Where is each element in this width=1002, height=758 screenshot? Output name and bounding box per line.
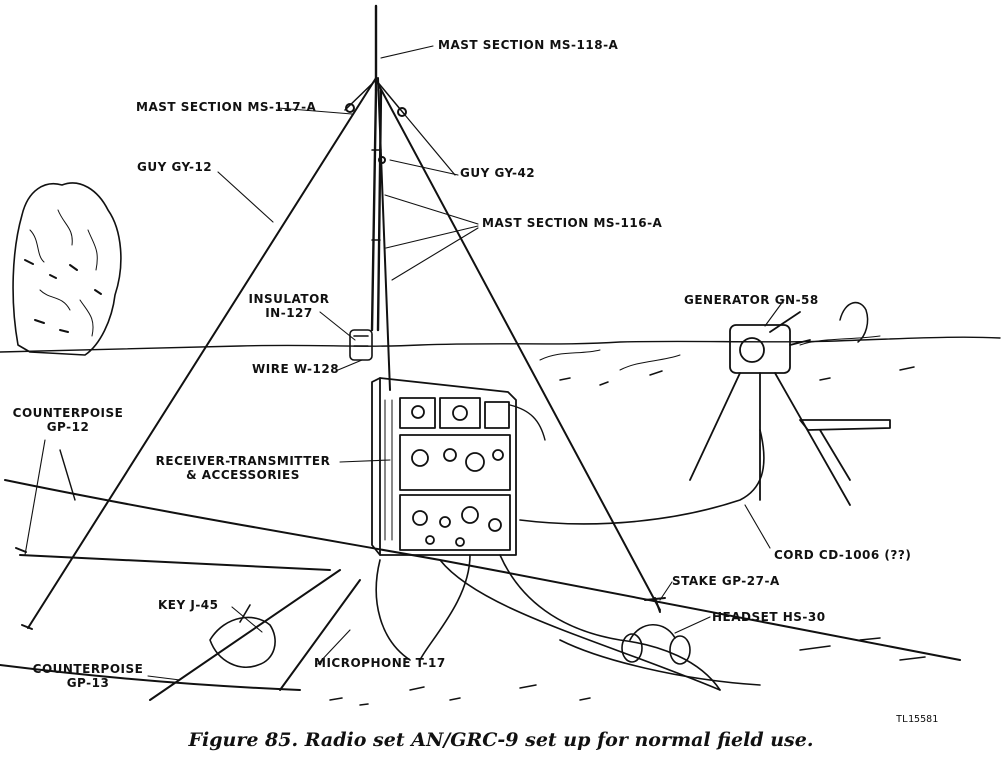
label-key: KEY J-45	[158, 598, 219, 612]
ground-marks	[329, 637, 926, 706]
headset	[621, 624, 691, 665]
label-insulator: INSULATOR IN-127	[244, 292, 334, 320]
label-counterpoise-gp13-line2: GP-13	[66, 676, 110, 690]
guy-wires	[27, 77, 661, 629]
stake	[644, 597, 666, 613]
label-counterpoise-gp13-line1: COUNTERPOISE	[32, 662, 144, 676]
cables	[375, 429, 765, 691]
label-insulator-line1: INSULATOR	[248, 292, 330, 306]
label-stake: STAKE GP-27-A	[672, 574, 780, 588]
label-mast-ms118: MAST SECTION MS-118-A	[438, 38, 619, 52]
label-guy-gy12: GUY GY-12	[137, 160, 213, 174]
leader-lines	[24, 45, 785, 681]
label-microphone: MICROPHONE T-17	[314, 656, 446, 670]
label-counterpoise-gp13: COUNTERPOISE GP-13	[28, 662, 148, 690]
mast	[370, 4, 383, 332]
horizon	[0, 301, 1001, 386]
key	[209, 604, 276, 669]
label-receiver-line1: RECEIVER-TRANSMITTER	[155, 454, 331, 468]
label-headset: HEADSET HS-30	[712, 610, 826, 624]
figure-code: TL15581	[896, 714, 939, 725]
label-counterpoise-gp12-line2: GP-12	[46, 420, 90, 434]
label-mast-ms116: MAST SECTION MS-116-A	[482, 216, 663, 230]
label-cord: CORD CD-1006 (??)	[774, 548, 912, 562]
label-mast-ms117: MAST SECTION MS-117-A	[136, 100, 317, 114]
label-receiver-line2: & ACCESSORIES	[186, 468, 300, 482]
figure-caption: Figure 85. Radio set AN/GRC-9 set up for…	[188, 729, 814, 751]
label-wire: WIRE W-128	[252, 362, 340, 376]
label-guy-gy42: GUY GY-42	[460, 166, 536, 180]
label-counterpoise-gp12: COUNTERPOISE GP-12	[8, 406, 128, 434]
label-insulator-line2: IN-127	[265, 306, 313, 320]
insulator	[349, 329, 373, 361]
tree-left	[12, 182, 122, 356]
receiver-transmitter	[371, 377, 546, 556]
counterpoise-wires	[0, 449, 961, 701]
label-generator: GENERATOR GN-58	[684, 293, 819, 307]
label-receiver-transmitter: RECEIVER-TRANSMITTER & ACCESSORIES	[148, 454, 338, 482]
label-counterpoise-gp12-line1: COUNTERPOISE	[12, 406, 124, 420]
